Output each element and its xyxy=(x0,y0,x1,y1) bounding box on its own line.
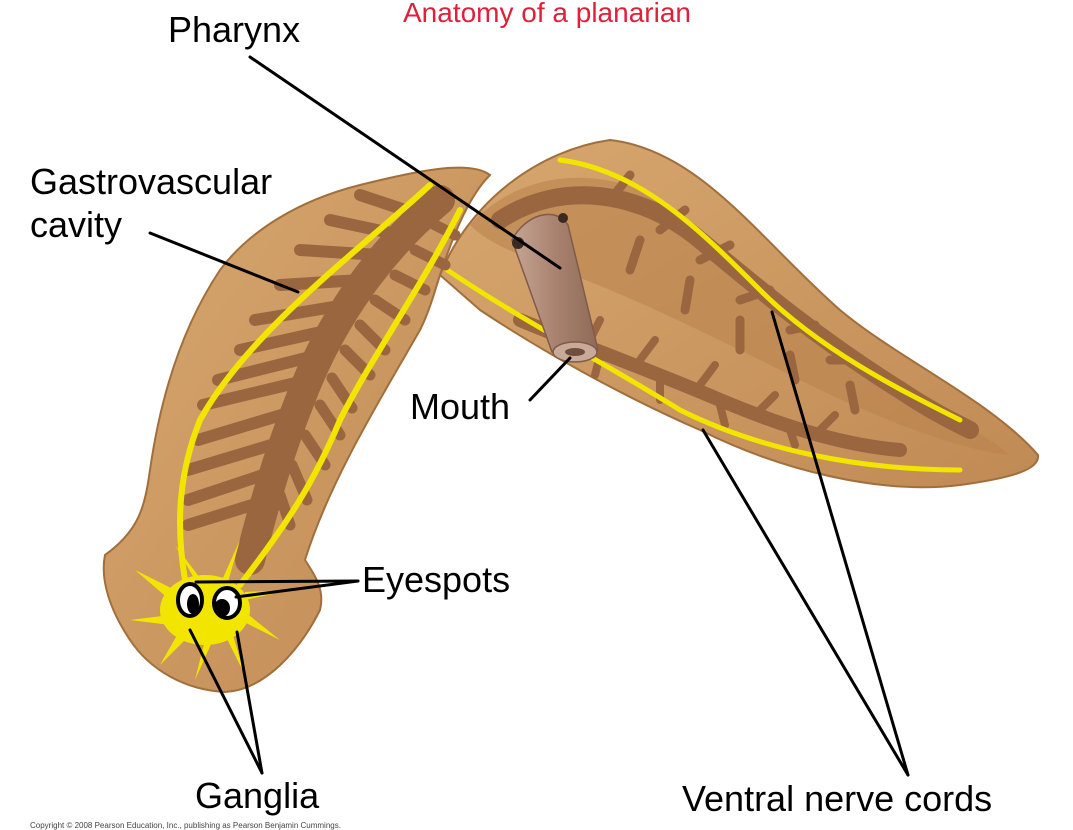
eyespots-leader-right xyxy=(234,579,360,599)
ventral-nerve-cords xyxy=(437,157,963,473)
label-ventral-nerve-cords: Ventral nerve cords xyxy=(682,778,993,819)
gastrovascular-cavity xyxy=(182,185,461,575)
head-nerve-cords xyxy=(177,182,463,588)
label-eyespots: Eyespots xyxy=(362,559,511,600)
label-gastrovascular-line2: cavity xyxy=(30,204,123,245)
label-mouth: Mouth xyxy=(410,386,511,427)
eyespots xyxy=(176,582,242,620)
gastrovascular-leader xyxy=(148,231,300,294)
nerve-cord-leader-right xyxy=(770,310,910,777)
pharynx-leader xyxy=(248,55,562,270)
label-gastrovascular-line1: Gastrovascular xyxy=(30,161,273,202)
diagram-title: Anatomy of a planarian xyxy=(403,0,691,28)
label-ganglia: Ganglia xyxy=(195,775,320,816)
copyright-text: Copyright © 2008 Pearson Education, Inc.… xyxy=(30,821,341,830)
mouth-leader xyxy=(528,356,572,402)
nerve-cord-leader-left xyxy=(701,428,910,777)
leader-lines xyxy=(148,55,910,777)
ganglia-leader-right xyxy=(235,630,264,775)
eyespots-leader-left xyxy=(194,579,360,584)
label-pharynx: Pharynx xyxy=(168,9,301,50)
ganglia-leader-left xyxy=(188,628,264,775)
